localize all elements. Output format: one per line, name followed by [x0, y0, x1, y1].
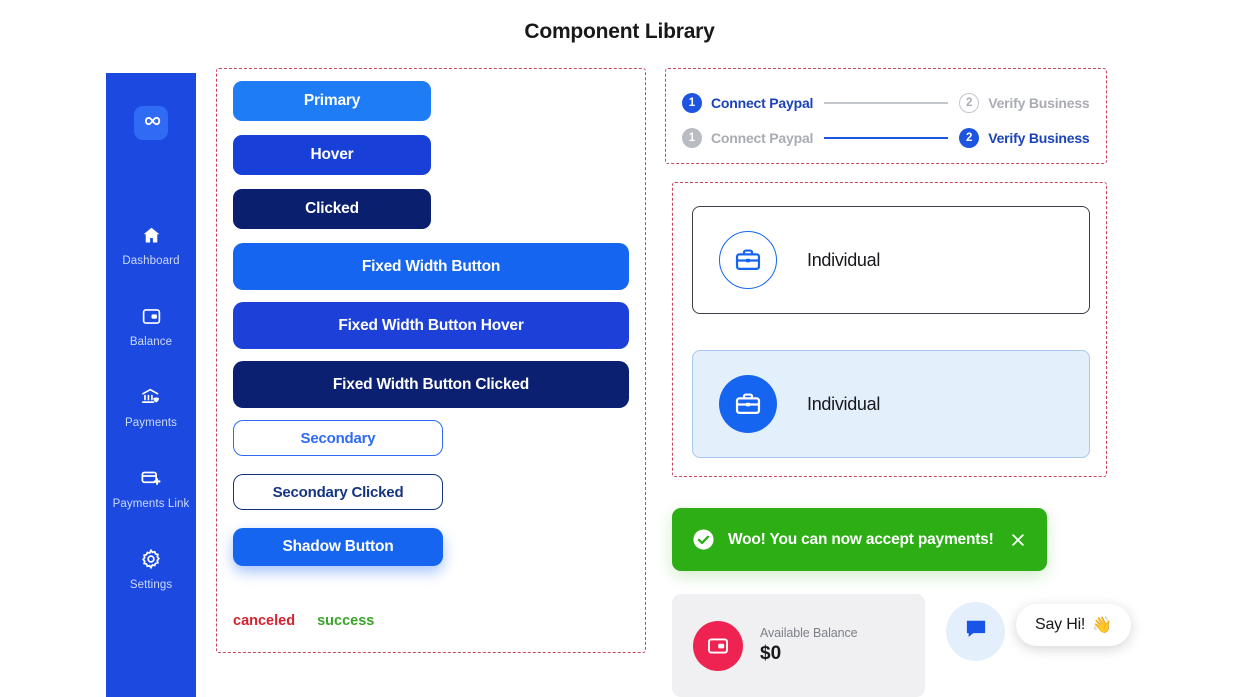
- stepper-row-step1-active: 1 Connect Paypal 2 Verify Business: [682, 88, 1090, 118]
- stepper-step-verify-business[interactable]: 2 Verify Business: [959, 93, 1090, 113]
- chat-greeting-text: Say Hi!: [1035, 616, 1086, 633]
- stepper-spec-container: [665, 68, 1107, 164]
- chat-greeting-bubble[interactable]: Say Hi! 👋: [1016, 604, 1131, 646]
- stepper-row-step2-active: 1 Connect Paypal 2 Verify Business: [682, 123, 1090, 153]
- card-plus-icon: [140, 465, 162, 491]
- gear-icon: [140, 546, 162, 572]
- balance-amount: $0: [760, 643, 782, 664]
- sidebar-nav-list: Dashboard Balance Payments: [106, 222, 196, 627]
- briefcase-icon: [719, 375, 777, 433]
- secondary-button[interactable]: Secondary: [233, 420, 443, 456]
- stepper-step-connect-paypal[interactable]: 1 Connect Paypal: [682, 128, 813, 148]
- sidebar-item-label: Settings: [129, 579, 173, 591]
- step-label: Verify Business: [988, 95, 1090, 111]
- selection-cards-spec-container: [672, 182, 1107, 477]
- status-success-text: success: [317, 613, 375, 629]
- sidebar-item-label: Payments: [125, 417, 177, 429]
- wallet-icon: [141, 303, 162, 329]
- primary-button-hover[interactable]: Hover: [233, 135, 431, 175]
- sidebar-item-payments-link[interactable]: Payments Link: [106, 465, 196, 510]
- selection-card-individual-unselected[interactable]: Individual: [692, 206, 1090, 314]
- buttons-spec-container: [216, 68, 646, 653]
- bank-shield-icon: [140, 384, 162, 410]
- primary-button[interactable]: Primary: [233, 81, 431, 121]
- step-label: Verify Business: [988, 130, 1090, 146]
- link-loop-logo-icon: [140, 110, 162, 137]
- sidebar-item-label: Dashboard: [122, 255, 180, 267]
- selection-card-label: Individual: [807, 249, 881, 270]
- fixed-width-button[interactable]: Fixed Width Button: [233, 243, 629, 290]
- sidebar-item-balance[interactable]: Balance: [106, 303, 196, 348]
- sidebar-logo[interactable]: [134, 106, 168, 140]
- primary-button-clicked[interactable]: Clicked: [233, 189, 431, 229]
- toast-message: Woo! You can now accept payments!: [728, 530, 994, 548]
- shadow-button[interactable]: Shadow Button: [233, 528, 443, 566]
- selection-card-individual-selected[interactable]: Individual: [692, 350, 1090, 458]
- step-number-badge: 2: [959, 93, 980, 113]
- selection-card-label: Individual: [807, 393, 881, 414]
- sidebar: Dashboard Balance Payments: [106, 73, 196, 697]
- chat-launcher-button[interactable]: [946, 602, 1005, 661]
- balance-label: Available Balance: [760, 626, 858, 640]
- step-number-badge: 1: [682, 128, 702, 148]
- available-balance-card[interactable]: Available Balance $0: [672, 594, 925, 697]
- step-label: Connect Paypal: [711, 130, 814, 146]
- stepper-showcase: 1 Connect Paypal 2 Verify Business 1 Con…: [682, 88, 1090, 158]
- page-title: Component Library: [524, 20, 715, 43]
- stepper-step-verify-business[interactable]: 2 Verify Business: [959, 128, 1090, 148]
- close-icon[interactable]: [1009, 531, 1027, 549]
- step-number-badge: 1: [682, 93, 702, 113]
- check-circle-icon: [692, 528, 715, 551]
- button-showcase: Primary Hover Clicked Fixed Width Button…: [233, 81, 629, 566]
- briefcase-icon: [719, 231, 777, 289]
- balance-text-group: Available Balance $0: [760, 626, 858, 665]
- stepper-connector-line: [824, 101, 949, 105]
- step-number-badge: 2: [959, 128, 980, 148]
- fixed-width-button-hover[interactable]: Fixed Width Button Hover: [233, 302, 629, 349]
- sidebar-item-dashboard[interactable]: Dashboard: [106, 222, 196, 267]
- status-canceled-text: canceled: [233, 613, 296, 629]
- sidebar-item-label: Payments Link: [112, 498, 190, 510]
- home-icon: [141, 222, 162, 248]
- sidebar-item-label: Balance: [129, 336, 173, 348]
- stepper-connector-line: [824, 136, 949, 140]
- status-text-samples: canceled success: [233, 613, 374, 629]
- sidebar-item-payments[interactable]: Payments: [106, 384, 196, 429]
- toast-notification-success: Woo! You can now accept payments!: [672, 508, 1047, 571]
- wallet-icon: [693, 620, 743, 671]
- chat-bubble-icon: [963, 616, 989, 647]
- step-label: Connect Paypal: [711, 95, 814, 111]
- sidebar-item-settings[interactable]: Settings: [106, 546, 196, 591]
- secondary-button-clicked[interactable]: Secondary Clicked: [233, 474, 443, 510]
- fixed-width-button-clicked[interactable]: Fixed Width Button Clicked: [233, 361, 629, 408]
- waving-hand-icon: 👋: [1092, 617, 1112, 634]
- toast-notification-wrapper: Woo! You can now accept payments!: [672, 508, 1047, 571]
- stepper-step-connect-paypal[interactable]: 1 Connect Paypal: [682, 93, 813, 113]
